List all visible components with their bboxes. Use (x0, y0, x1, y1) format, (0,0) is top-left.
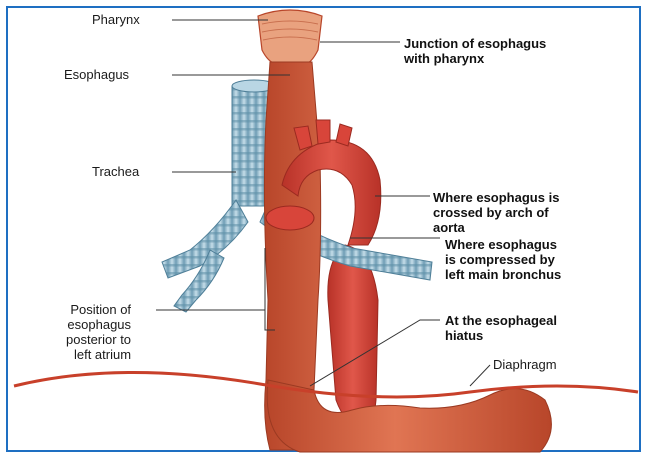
label-trachea: Trachea (92, 164, 139, 179)
leader-diaphragm (470, 365, 490, 386)
label-diaphragm: Diaphragm (493, 357, 557, 372)
descending-aorta-shape (328, 245, 378, 428)
label-position: Position of esophagus posterior to left … (66, 302, 131, 362)
pharynx-shape (258, 10, 322, 64)
label-aorta: Where esophagus is crossed by arch of ao… (433, 190, 559, 235)
label-pharynx: Pharynx (92, 12, 140, 27)
label-bronchus: Where esophagus is compressed by left ma… (445, 237, 561, 282)
label-hiatus: At the esophageal hiatus (445, 313, 557, 343)
label-junction: Junction of esophagus with pharynx (404, 36, 546, 66)
label-esophagus: Esophagus (64, 67, 129, 82)
